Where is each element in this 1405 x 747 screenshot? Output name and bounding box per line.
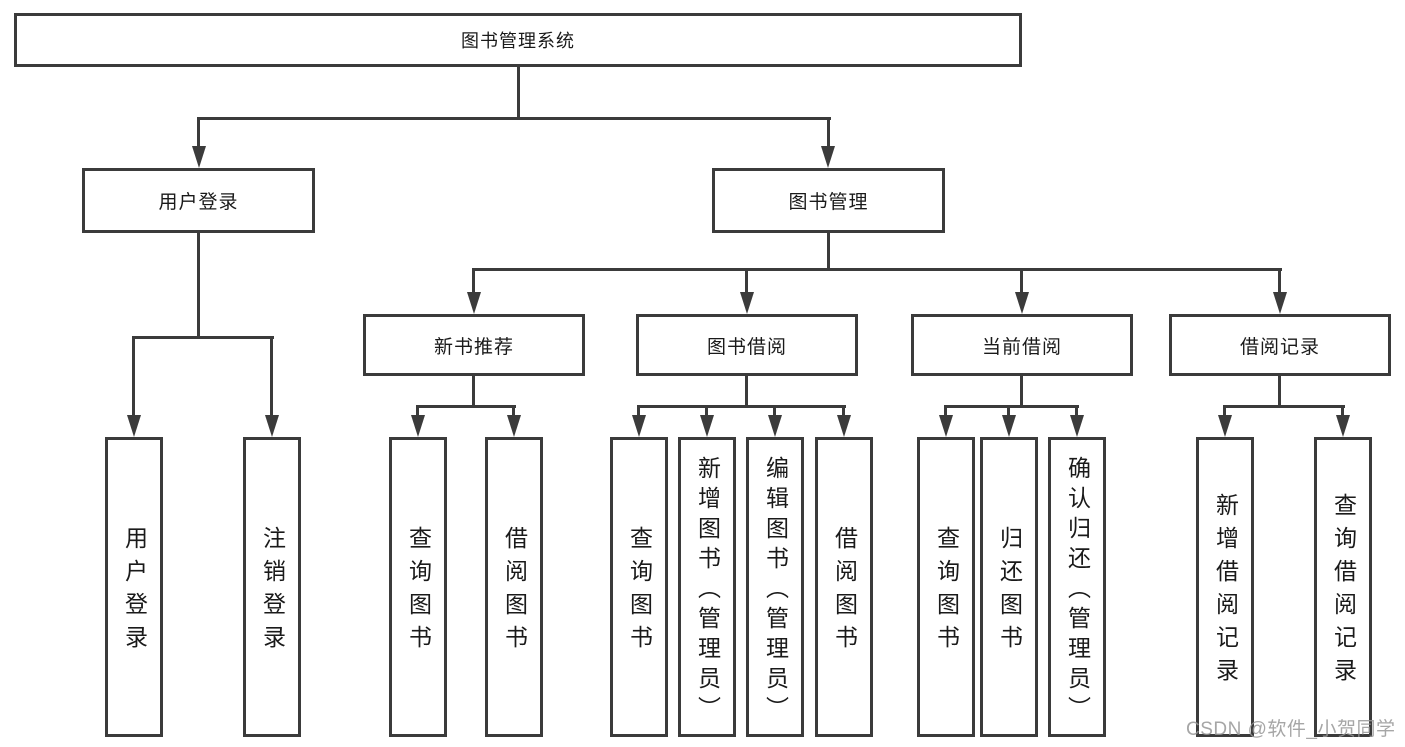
arrow-down-icon (1336, 415, 1350, 437)
connector-root-stem (517, 66, 520, 120)
connector-borrowing-drop (773, 405, 776, 417)
leaf-label: 新增图书（管理员） (694, 455, 721, 726)
connector-root-drop-right (827, 117, 830, 148)
node-new-book-recommendation: 新书推荐 (363, 314, 585, 376)
leaf-query-borrow-record: 查询借阅记录 (1314, 437, 1372, 737)
node-user-login: 用户登录 (82, 168, 315, 233)
arrow-down-icon (632, 415, 646, 437)
leaf-confirm-return-admin: 确认归还（管理员） (1048, 437, 1106, 737)
connector-current-drop (1075, 405, 1078, 417)
leaf-label: 新增借阅记录 (1212, 493, 1239, 691)
arrow-down-icon (127, 415, 141, 437)
leaf-label: 查询图书 (405, 526, 432, 658)
arrow-down-icon (821, 146, 835, 168)
arrow-down-icon (1015, 292, 1029, 314)
connector-userlogin-drop (270, 336, 273, 416)
leaf-label: 查询图书 (626, 526, 653, 658)
node-label: 借阅记录 (1239, 336, 1320, 358)
connector-userlogin-drop (132, 336, 135, 416)
connector-current-drop (944, 405, 947, 417)
leaf-borrow-books: 借阅图书 (815, 437, 873, 737)
connector-current-stem (1020, 376, 1023, 408)
connector-bookmgmt-drop (1020, 268, 1023, 295)
arrow-down-icon (768, 415, 782, 437)
node-label: 新书推荐 (433, 336, 514, 358)
node-label: 当前借阅 (981, 336, 1062, 358)
node-library-management-system: 图书管理系统 (14, 13, 1022, 67)
connector-recommend-drop (512, 405, 515, 417)
connector-bookmgmt-drop (472, 268, 475, 295)
leaf-label: 借阅图书 (831, 526, 858, 658)
connector-borrowing-stem (745, 376, 748, 408)
leaf-label: 用户登录 (121, 526, 148, 658)
arrow-down-icon (1070, 415, 1084, 437)
arrow-down-icon (467, 292, 481, 314)
connector-userlogin-bar (132, 336, 274, 339)
connector-bookmgmt-stem (827, 233, 830, 271)
node-label: 图书管理系统 (461, 31, 575, 51)
leaf-label: 查询借阅记录 (1330, 493, 1357, 691)
connector-bookmgmt-drop (1278, 268, 1281, 295)
arrow-down-icon (1002, 415, 1016, 437)
connector-borrowing-bar (637, 405, 846, 408)
arrow-down-icon (939, 415, 953, 437)
leaf-label: 注销登录 (259, 526, 286, 658)
leaf-return-book: 归还图书 (980, 437, 1038, 737)
node-book-management: 图书管理 (712, 168, 945, 233)
connector-recommend-stem (472, 376, 475, 408)
leaf-query-books-recommend: 查询图书 (389, 437, 447, 737)
arrow-down-icon (192, 146, 206, 168)
leaf-query-books-current: 查询图书 (917, 437, 975, 737)
leaf-edit-book-admin: 编辑图书（管理员） (746, 437, 804, 737)
leaf-label: 查询图书 (933, 526, 960, 658)
arrow-down-icon (1218, 415, 1232, 437)
connector-recommend-drop (416, 405, 419, 417)
node-borrowing-records: 借阅记录 (1169, 314, 1391, 376)
node-book-borrowing: 图书借阅 (636, 314, 858, 376)
leaf-label: 确认归还（管理员） (1064, 455, 1091, 726)
arrow-down-icon (507, 415, 521, 437)
leaf-label: 借阅图书 (501, 526, 528, 658)
connector-userlogin-stem (197, 233, 200, 339)
leaf-logout: 注销登录 (243, 437, 301, 737)
leaf-borrow-books-recommend: 借阅图书 (485, 437, 543, 737)
arrow-down-icon (1273, 292, 1287, 314)
connector-root-drop-left (197, 117, 200, 148)
arrow-down-icon (700, 415, 714, 437)
csdn-watermark: CSDN @软件_小贺同学 (1186, 719, 1396, 740)
connector-root-bar (197, 117, 831, 120)
connector-records-drop (1223, 405, 1226, 417)
leaf-label: 归还图书 (996, 526, 1023, 658)
node-label: 用户登录 (158, 192, 239, 213)
node-label: 图书借阅 (706, 336, 787, 358)
leaf-query-books-borrow: 查询图书 (610, 437, 668, 737)
connector-current-bar (944, 405, 1079, 408)
connector-bookmgmt-bar (472, 268, 1282, 271)
leaf-add-borrow-record: 新增借阅记录 (1196, 437, 1254, 737)
connector-current-drop (1007, 405, 1010, 417)
leaf-add-book-admin: 新增图书（管理员） (678, 437, 736, 737)
leaf-user-login: 用户登录 (105, 437, 163, 737)
connector-recommend-bar (416, 405, 516, 408)
arrow-down-icon (837, 415, 851, 437)
leaf-label: 编辑图书（管理员） (762, 455, 789, 726)
node-current-borrowing: 当前借阅 (911, 314, 1133, 376)
arrow-down-icon (740, 292, 754, 314)
connector-bookmgmt-drop (745, 268, 748, 295)
connector-records-bar (1223, 405, 1345, 408)
connector-records-drop (1341, 405, 1344, 417)
connector-borrowing-drop (637, 405, 640, 417)
arrow-down-icon (265, 415, 279, 437)
connector-borrowing-drop (842, 405, 845, 417)
arrow-down-icon (411, 415, 425, 437)
node-label: 图书管理 (788, 192, 869, 213)
connector-records-stem (1278, 376, 1281, 408)
connector-borrowing-drop (705, 405, 708, 417)
